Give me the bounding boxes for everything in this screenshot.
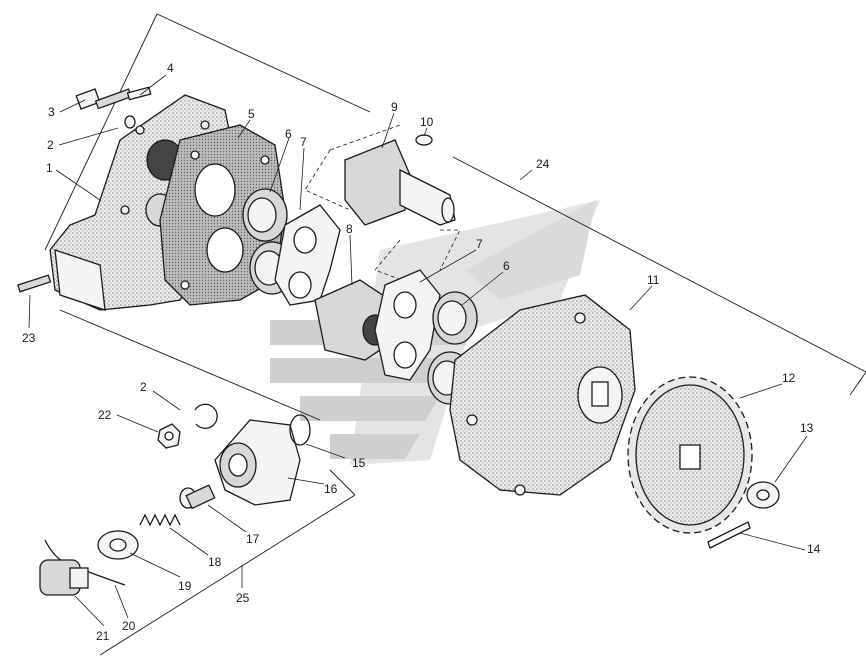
key xyxy=(415,134,433,146)
callout-22: 22 xyxy=(98,408,112,422)
pump-cover xyxy=(449,294,636,496)
callout-15: 15 xyxy=(352,456,366,470)
callout-17: 17 xyxy=(246,532,260,546)
callout-20: 20 xyxy=(122,619,136,633)
callout-19: 19 xyxy=(178,579,192,593)
callout-10: 10 xyxy=(420,115,434,129)
callout-25: 25 xyxy=(236,591,250,605)
cotter-pin xyxy=(707,521,751,549)
callout-4: 4 xyxy=(167,61,174,75)
pump-gear xyxy=(627,376,753,534)
callout-7: 7 xyxy=(300,135,307,149)
ring-15 xyxy=(289,414,311,446)
callout-16: 16 xyxy=(324,482,338,496)
callout-9: 9 xyxy=(391,100,398,114)
bearing-plate-left xyxy=(274,204,341,306)
callout-24: 24 xyxy=(536,157,550,171)
callout-6: 6 xyxy=(285,127,292,141)
plug-21 xyxy=(39,559,89,596)
callout-7b: 7 xyxy=(476,237,483,251)
roller-bearing-right-upper xyxy=(432,291,478,345)
bolt-3 xyxy=(75,88,133,110)
callout-1: 1 xyxy=(46,161,53,175)
group-bracket-25 xyxy=(59,309,356,656)
callout-14: 14 xyxy=(807,542,821,556)
valve-plunger-17 xyxy=(179,484,216,510)
assembly-dashed-lines xyxy=(304,124,461,286)
callout-numbers: 1 2 3 4 5 6 7 8 9 10 24 7 6 11 12 13 14 … xyxy=(22,61,821,643)
driven-gear-shaft xyxy=(344,139,456,226)
nut-22 xyxy=(157,423,181,449)
pin-4 xyxy=(126,86,152,101)
callout-21: 21 xyxy=(96,629,110,643)
callout-6b: 6 xyxy=(503,259,510,273)
callout-8: 8 xyxy=(346,222,353,236)
roller-bearing-upper xyxy=(242,188,288,242)
callout-3: 3 xyxy=(48,105,55,119)
leader-lines xyxy=(28,74,808,627)
washer-19 xyxy=(97,530,139,560)
lock-washer-2b xyxy=(194,403,218,429)
bearing-plate-right xyxy=(374,269,441,381)
callout-23: 23 xyxy=(22,331,36,345)
callout-13: 13 xyxy=(800,421,814,435)
castle-nut xyxy=(746,481,780,509)
callout-2: 2 xyxy=(47,138,54,152)
group-bracket-24 xyxy=(44,13,866,396)
spring-18 xyxy=(139,513,181,527)
washer-2 xyxy=(124,115,136,129)
callout-12: 12 xyxy=(782,371,796,385)
callout-2b: 2 xyxy=(140,380,147,394)
callout-18: 18 xyxy=(208,555,222,569)
stud-23 xyxy=(17,274,52,293)
callout-5: 5 xyxy=(248,107,255,121)
relief-valve-body-16 xyxy=(214,419,301,506)
callout-11: 11 xyxy=(647,273,660,287)
